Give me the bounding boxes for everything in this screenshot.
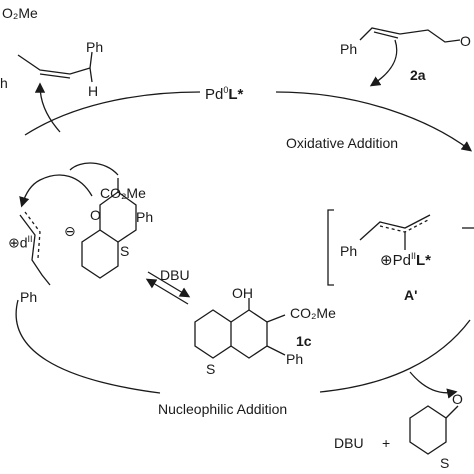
bond-h [89,67,93,83]
equilibrium-arrow-back [145,278,189,305]
substrate-arrow [369,39,398,87]
ring-product-b [230,309,268,359]
ring-product-a [194,309,232,359]
plus-sign: + [382,435,391,451]
product-ester-label: CO₂Me [290,305,336,321]
substrate-ph-label: Ph [340,41,358,57]
cycle-arc-left [15,299,161,394]
product-oh-label: OH [232,285,253,301]
release-arrow [34,82,61,133]
product-id: 1c [296,333,312,349]
bottom-s-label: S [440,455,450,471]
left-pd-label: ⊕dII [8,234,33,251]
ester-bond [266,314,286,323]
intermediate-id: A' [404,287,418,303]
electron-push-arrow [19,174,93,208]
top-ester-label: O₂Me [2,5,38,21]
top-h-label: H [88,83,99,99]
substrate-o-label: O [460,33,471,49]
bracket-left [327,209,334,286]
ring-bottom [409,405,447,455]
cycle-arc-bottom-right [319,319,471,393]
oxidative-addition-label: Oxidative Addition [286,135,399,151]
bond-ph-top [89,51,93,69]
electron-push-arrow-2 [69,162,119,176]
cycle-arc-top [24,91,201,136]
intermediate-s-label: S [120,243,130,259]
intermediate-ph-label: Ph [136,209,154,225]
bottom-oh-label: O [452,391,463,407]
catalyst-label: Pd0L* [205,85,244,103]
allyl-ph-label: Ph [340,243,358,259]
substrate-id: 2a [410,67,426,83]
allyl-fragment [359,214,431,241]
allene-top-double [39,73,71,79]
nucleophilic-addition-label: Nucleophilic Addition [158,401,288,417]
dbu-equilibrium-label: DBU [160,267,190,283]
left-ph-label: Ph [20,289,38,305]
substrate-double [373,31,399,39]
top-ph-label: Ph [86,39,104,55]
base-arrow [409,371,458,399]
ph-bond [266,345,286,356]
left-allyl-dash [24,211,41,259]
left-allyl [19,214,51,286]
product-ph-label: Ph [286,351,304,367]
intermediate-ester-label: CO₂Me [100,185,146,201]
benzo-intermediate [81,229,119,279]
allene-top [17,54,91,75]
oh-bond-bottom [445,405,459,419]
equilibrium-arrow-fwd [147,271,191,298]
top-left-ph-label: h [0,75,8,91]
intermediate-o-label: O [90,207,101,223]
product-s-label: S [206,361,216,377]
substrate-chain [359,27,461,43]
allyl-dashes [379,219,429,233]
cycle-arc-top-right [275,91,473,152]
oxide-charge: ⊖ [64,223,76,239]
dbu-bottom-label: DBU [334,435,364,451]
intermediate-pd-label: ⊕PdIIL* [380,251,431,269]
